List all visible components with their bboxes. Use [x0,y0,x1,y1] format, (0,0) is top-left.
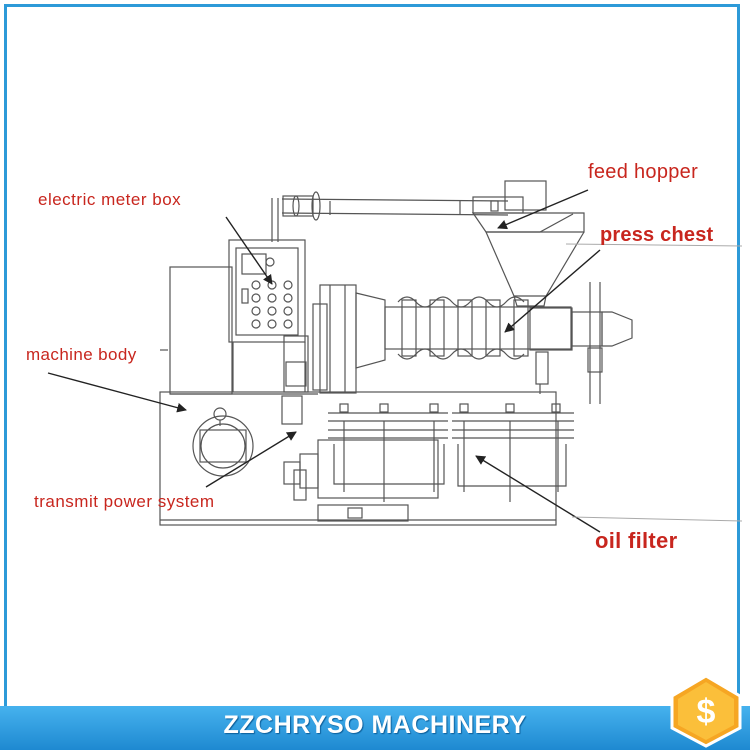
callout-leaders [47,189,601,533]
label-feed-hopper: feed hopper [588,161,699,183]
label-machine-body: machine body [26,345,137,364]
motor [283,439,439,522]
dollar-badge-icon: $ [670,674,742,748]
transmit-power-system [281,284,357,425]
press-chest [355,282,633,404]
oil-filter [328,403,574,502]
image-frame [4,4,740,740]
feed-hopper [471,180,585,307]
electric-meter-box [228,239,306,392]
badge-symbol: $ [697,693,716,731]
label-electric-meter-box: electric meter box [38,190,182,209]
label-transmit-power-system: transmit power system [34,492,215,511]
machine-body [159,266,557,526]
label-press-chest: press chest [600,224,714,246]
footer-banner [0,706,750,750]
drive-shaft [271,191,509,242]
brand-name: ZZCHRYSO MACHINERY [223,711,527,739]
label-oil-filter: oil filter [595,528,678,553]
